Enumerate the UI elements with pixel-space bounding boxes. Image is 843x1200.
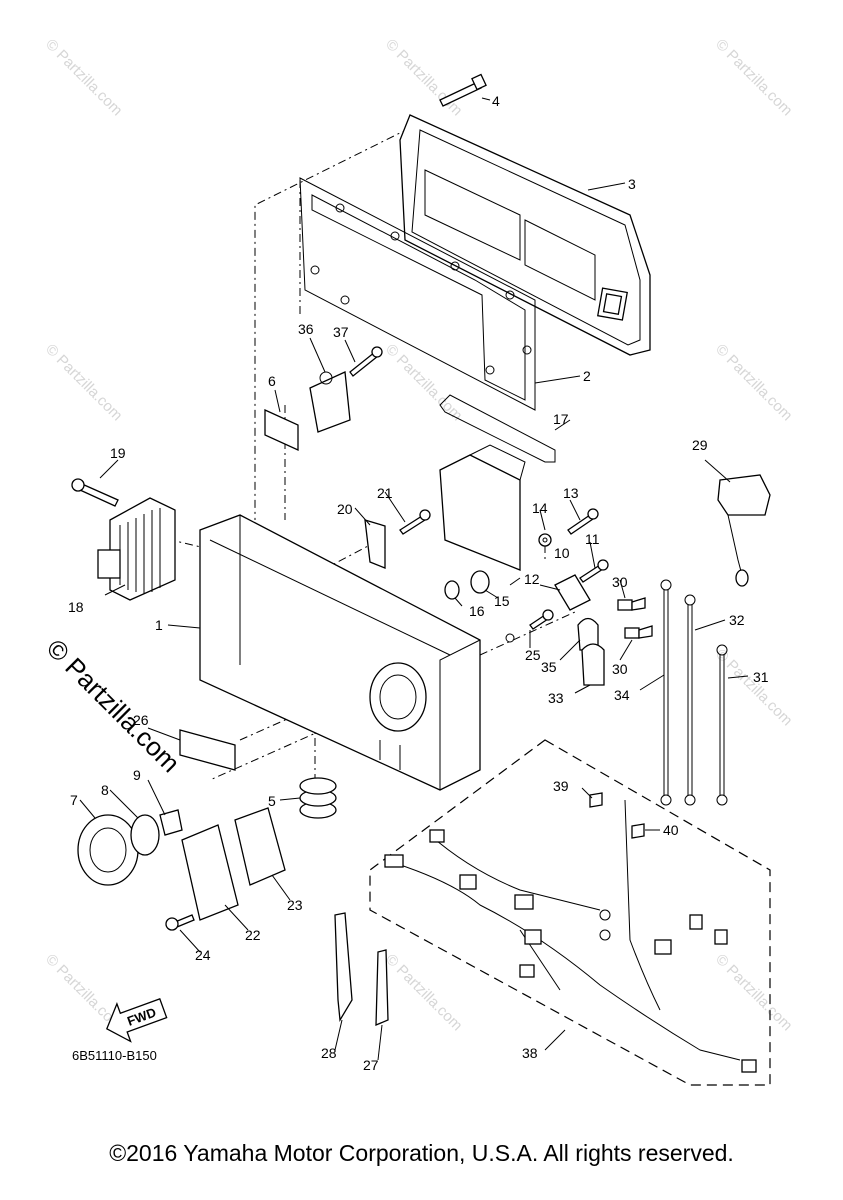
- part-21-screw: [399, 509, 431, 535]
- callout-19: 19: [110, 445, 126, 461]
- part-17-strap: [439, 394, 556, 463]
- part-12-module: [439, 444, 526, 571]
- callout-33: 33: [548, 690, 564, 706]
- watermark-text: © Partzilla.com: [42, 341, 125, 424]
- part-28-tie: [334, 912, 353, 1023]
- brand-watermark: © Partzilla.com: [41, 633, 186, 778]
- part-20-bracket: [364, 519, 386, 569]
- part-23-plate: [234, 807, 286, 886]
- callout-37: 37: [333, 324, 349, 340]
- callout-40: 40: [663, 822, 679, 838]
- part-6-pad: [264, 408, 299, 452]
- callout-1: 1: [155, 617, 163, 633]
- watermark-text: © Partzilla.com: [712, 951, 795, 1034]
- part-40-clip: [631, 823, 645, 839]
- callout-12: 12: [524, 571, 540, 587]
- part-18-rectifier: [97, 497, 176, 601]
- watermark-text: © Partzilla.com: [712, 646, 795, 729]
- watermark-text: © Partzilla.com: [712, 36, 795, 119]
- callout-27: 27: [363, 1057, 379, 1073]
- callout-39: 39: [553, 778, 569, 794]
- callout-16: 16: [469, 603, 485, 619]
- copyright-notice: ©2016 Yamaha Motor Corporation, U.S.A. A…: [109, 1140, 734, 1166]
- callout-11: 11: [585, 531, 600, 547]
- callout-30: 30: [612, 574, 628, 590]
- part-33-cap: [581, 643, 605, 686]
- callout-9: 9: [133, 767, 141, 783]
- part-37-screw: [349, 346, 383, 377]
- callout-4: 4: [492, 93, 500, 109]
- callout-20: 20: [337, 501, 353, 517]
- callout-30b: 30: [612, 661, 628, 677]
- callout-17: 17: [553, 411, 569, 427]
- callout-14: 14: [532, 500, 548, 516]
- callout-labels: 1 2 3 4 5 6 7 8 9 10 11 12 13 14 15 16 1…: [68, 93, 769, 1073]
- part-10-bracket: [554, 574, 591, 611]
- part-32-cable: [684, 594, 696, 806]
- callout-24: 24: [195, 947, 211, 963]
- part-30-bolt: [617, 597, 646, 611]
- callout-34: 34: [614, 687, 630, 703]
- part-27-tie: [375, 949, 389, 1026]
- watermark-text: © Partzilla.com: [382, 36, 465, 119]
- callout-25: 25: [525, 647, 541, 663]
- callout-28: 28: [321, 1045, 337, 1061]
- watermark-text: © Partzilla.com: [42, 36, 125, 119]
- part-4-bolt: [439, 73, 487, 107]
- callout-35: 35: [541, 659, 557, 675]
- callout-32: 32: [729, 612, 745, 628]
- part-1-electrical-box: [199, 514, 481, 791]
- part-9-clip: [159, 809, 183, 836]
- callout-18: 18: [68, 599, 84, 615]
- callout-21: 21: [377, 485, 393, 501]
- part-13-screw: [567, 508, 599, 535]
- part-38-harness: [369, 739, 771, 1086]
- part-31-cable: [716, 644, 728, 806]
- part-22-plate: [181, 824, 239, 921]
- watermark-text: © Partzilla.com: [712, 341, 795, 424]
- callout-10: 10: [554, 545, 570, 561]
- part-3-cover: [399, 114, 651, 356]
- callout-7: 7: [70, 792, 78, 808]
- part-14-washer: [538, 533, 552, 547]
- part-7-cap: [77, 814, 139, 886]
- watermark-text: © Partzilla.com: [382, 341, 465, 424]
- callout-26: 26: [133, 712, 149, 728]
- callout-6: 6: [268, 373, 276, 389]
- watermark-text: © Partzilla.com: [382, 951, 465, 1034]
- callout-15: 15: [494, 593, 510, 609]
- callout-36: 36: [298, 321, 314, 337]
- leader-lines: [79, 97, 749, 1061]
- part-24-screw: [165, 914, 195, 931]
- callout-29: 29: [692, 437, 708, 453]
- part-30-bolt: [624, 625, 653, 639]
- part-11-screw: [579, 559, 609, 583]
- part-15-grommet: [470, 570, 490, 594]
- part-8-ring: [130, 814, 160, 856]
- part-26-label: [179, 729, 236, 771]
- part-34-cable: [660, 579, 672, 806]
- part-29-sensor: [717, 474, 771, 587]
- part-2-gasket: [299, 177, 536, 411]
- callout-31: 31: [753, 669, 769, 685]
- callout-23: 23: [287, 897, 303, 913]
- callout-3: 3: [628, 176, 636, 192]
- part-16-collar: [444, 580, 460, 600]
- callout-38: 38: [522, 1045, 538, 1061]
- part-36-relay: [309, 371, 351, 433]
- part-19-bolt: [71, 478, 119, 507]
- fwd-arrow-icon: FWD: [106, 998, 168, 1043]
- callout-13: 13: [563, 485, 579, 501]
- part-39-clip: [589, 792, 603, 808]
- diagram-code: 6B51110-B150: [72, 1048, 157, 1063]
- part-25-screw: [505, 609, 554, 643]
- part-5-grommet: [299, 777, 337, 819]
- callout-22: 22: [245, 927, 261, 943]
- callout-2: 2: [583, 368, 591, 384]
- callout-5: 5: [268, 793, 276, 809]
- callout-8: 8: [101, 782, 109, 798]
